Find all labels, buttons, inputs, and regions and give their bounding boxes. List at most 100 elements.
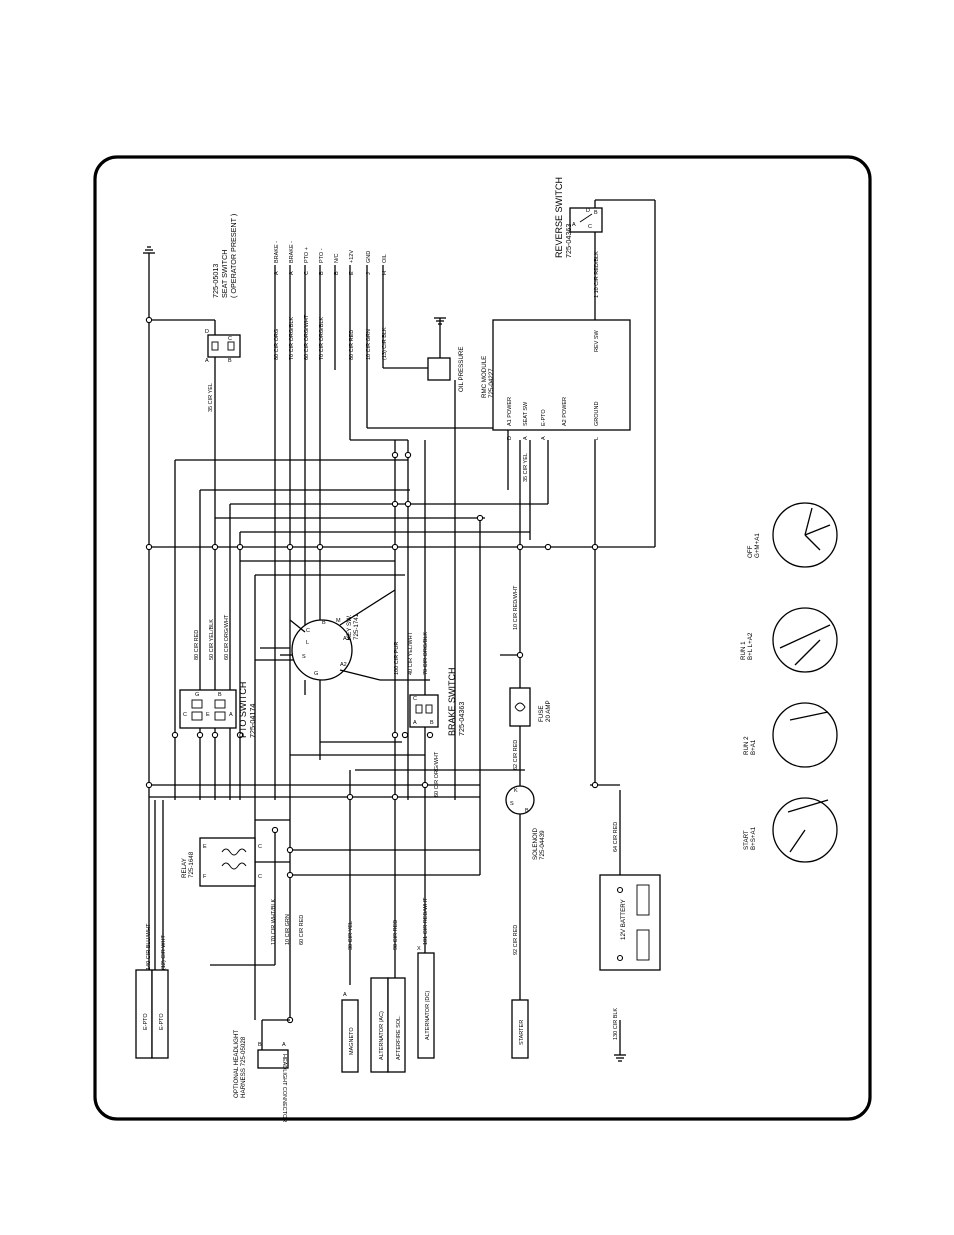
rev-terminal-a: A [572, 222, 576, 228]
wire-label: 10 CIR GRN [366, 329, 372, 360]
wire-label: 92 CIR RED [513, 925, 519, 955]
key-pos-off-detail: G+M+A1 [754, 533, 761, 558]
wire-label: 170 CIR WHT/BLK [271, 899, 277, 945]
hl-terminal-a: A [282, 1042, 286, 1048]
wire-label: 80 CIR ORG [274, 329, 280, 360]
key-pos-start-detail: B+S+A1 [750, 826, 757, 850]
wire-label: 30 CIR YEL [348, 921, 354, 950]
alt-dc-terminal-x: X [417, 946, 421, 952]
connector-label-brake-2: BRAKE - [289, 241, 295, 263]
starter-label: STARTER [519, 1020, 525, 1045]
wire-labels-lower: 170 CIR WHT/BLK 10 CIR GRN 60 CIR RED 30… [146, 897, 519, 970]
key-switch: KEY SW. 725-1741 M B A1 A2 G S L C [280, 589, 396, 695]
key-pos-run1-detail: B+L L+A2 [747, 632, 754, 660]
wire-labels-key: 80 CIR RED 50 CIR YEL/BLK 60 CIR ORG/WHT… [194, 585, 519, 675]
seat-switch-note: ( OPERATOR PRESENT ) [229, 214, 238, 298]
pto-terminal: E [206, 712, 210, 718]
e-pto-connector: E-PTO E-PTO [135, 969, 169, 1059]
connector-letter-4: B [319, 271, 325, 275]
brake-terminal-a: A [413, 720, 417, 726]
battery-label: 12V BATTERY [620, 899, 627, 940]
key-position-off: OFF G+M+A1 [747, 502, 838, 568]
connector-letter-8: H [382, 271, 388, 275]
key-switch-pn: 725-1741 [353, 613, 360, 640]
connector-label-12v: +12V [349, 250, 355, 263]
brake-switch-pn: 725-04363 [457, 702, 466, 736]
brake-switch-label: BRAKE SWITCH [447, 667, 457, 736]
key-terminal: S [302, 654, 306, 660]
wire-label: 64 CIR RED [613, 822, 619, 852]
e-pto-label-2: E-PTO [159, 1013, 165, 1030]
wire-label: 130 CIR BLK [613, 1008, 619, 1040]
wire-label: 80 CIR RED [349, 330, 355, 360]
connector-label-oil: OIL [382, 254, 388, 263]
relay-terminal-c: C [258, 844, 262, 850]
pto-terminal: A [229, 712, 233, 718]
oil-pressure-label: OIL PRESSURE [458, 346, 465, 392]
key-position-start: START B+S+A1 [743, 797, 838, 863]
seat-terminal-c: C [228, 336, 232, 342]
seat-terminal-d: D [205, 329, 209, 335]
key-terminal: M [336, 618, 341, 624]
magneto-terminal-a: A [343, 992, 347, 998]
wire-label: 40 CIR YEL/WHT [408, 631, 414, 675]
headlight-label: HEADLIGHT CONNECTOR [281, 1054, 287, 1122]
connector-labels: BRAKE - BRAKE - PTO + PTO - N/C +12V GND… [274, 241, 388, 275]
ground-symbol-oil [434, 317, 446, 358]
wire-label: 35 CIR YEL [523, 453, 529, 482]
wire-label: 60 CIR ORG/WHT [304, 314, 310, 360]
seat-switch-pn: 725-05013 [211, 264, 220, 298]
rev-terminal-c: C [588, 224, 592, 230]
relay: E F C C RELAY 725-1648 [181, 837, 262, 887]
solenoid-label: SOLENOID [532, 827, 539, 860]
key-pos-run2-name: RUN 2 [743, 736, 750, 755]
magneto-label: MAGNETO [349, 1027, 355, 1055]
wire-label: 10 CIR RED/WHT [513, 585, 519, 630]
diagram-frame [93, 155, 872, 1121]
rmc-module: RMC MODULE 725-04227 A1 POWER SEAT SW E-… [481, 319, 631, 440]
battery: 12V BATTERY 64 CIR RED 130 CIR BLK [599, 822, 661, 1040]
wire-label: 100 CIR PUR [394, 642, 400, 675]
rmc-pin-a2: A2 POWER [562, 397, 568, 426]
wire-label: 101 CIR RED/WHT [423, 897, 429, 945]
fuse-rating: 20 AMP [545, 700, 552, 722]
connector-label-nc: N/C [334, 254, 340, 264]
solenoid-terminal-b: B [525, 808, 529, 814]
reverse-switch: D A B C REVERSE SWITCH 725-04363 1 10 CI… [554, 177, 603, 298]
solenoid-terminal-k: K [514, 788, 518, 794]
connector-letter-3: C [304, 271, 310, 275]
rmc-pin-epto: E-PTO [541, 409, 547, 426]
rmc-pin-seat: SEAT SW [523, 401, 529, 426]
wire-label: 140 CIR BLU/WHT [146, 923, 152, 970]
reverse-switch-pn: 725-04363 [564, 224, 573, 258]
key-pos-off-name: OFF [747, 545, 754, 558]
headlight-harness-label-2: HARNESS 725-05028 [240, 1036, 247, 1098]
seat-terminal-a: A [205, 358, 209, 364]
key-terminal: L [306, 640, 309, 646]
wire-label: 50 CIR YEL/BLK [209, 619, 215, 660]
wire-label: 10 CIR GRN [285, 914, 291, 945]
pto-terminal: B [218, 692, 222, 698]
solenoid-pn: 725-04439 [539, 830, 546, 860]
key-pos-run1-name: RUN 1 [740, 641, 747, 660]
connector-label-pto-plus: PTO + [304, 247, 310, 263]
rmc-letter: L [594, 437, 600, 440]
hl-terminal-b: B [258, 1042, 262, 1048]
pto-terminal: G [195, 692, 199, 698]
wire-label: (13) CIR BLK [382, 327, 388, 360]
connector-letter-5: B [334, 271, 340, 275]
pto-switch: G B C E A PTO SWITCH 725-04174 [179, 682, 257, 738]
engine-components: MAGNETO A ALTERNATOR (AC) AFTERFIRE SOL.… [341, 946, 529, 1073]
afterfire-label: AFTERFIRE SOL. [396, 1015, 402, 1060]
fuse-label: FUSE [538, 705, 545, 722]
key-pos-start-name: START [743, 830, 750, 850]
wire-label: 60 CIR ORG/WHT [434, 751, 440, 797]
connector-label-gnd: GND [366, 251, 372, 263]
fuse: FUSE 20 AMP 62 CIR RED [509, 687, 552, 770]
connector-letter-6: E [349, 271, 355, 275]
alternator-ac-label: ALTERNATOR (AC) [379, 1011, 385, 1060]
wire-label: 62 CIR RED [513, 740, 519, 770]
brake-terminal-b: B [430, 720, 434, 726]
rmc-module-label: RMC MODULE [481, 356, 488, 398]
wire-label: 80 CIR RED [194, 630, 200, 660]
